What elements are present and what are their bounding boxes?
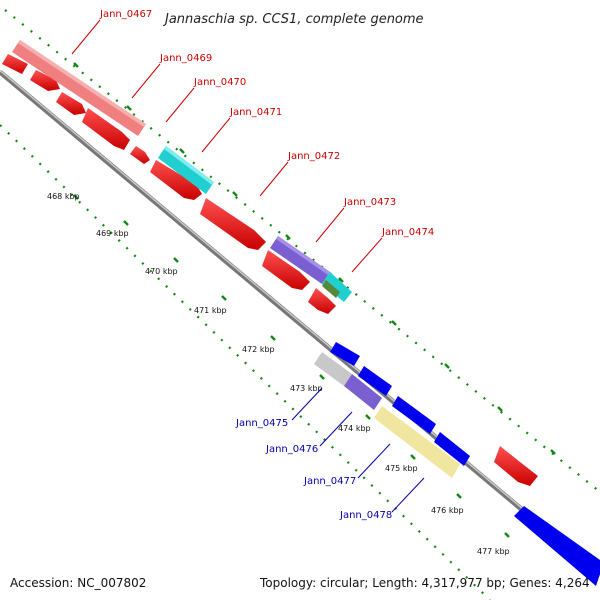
reverse-strand-genes	[314, 342, 600, 586]
leader-line	[351, 237, 383, 273]
ruler-tick	[550, 449, 556, 455]
ruler-tick	[73, 62, 79, 68]
gene-block[interactable]	[158, 146, 214, 194]
ruler-tick	[73, 194, 79, 200]
leader-line	[165, 87, 195, 123]
gene-arrow[interactable]	[200, 198, 266, 250]
gene-block[interactable]	[322, 272, 352, 302]
gene-label-jann-0471[interactable]: Jann_0471	[229, 107, 282, 118]
gene-block[interactable]	[322, 280, 340, 298]
gene-label-jann-0472[interactable]: Jann_0472	[287, 151, 340, 162]
leader-line	[291, 387, 323, 421]
ruler-tick	[365, 414, 371, 420]
gene-arrow[interactable]	[56, 92, 86, 115]
kbp-label: 475 kbp	[385, 464, 418, 473]
gene-arrow[interactable]	[308, 288, 336, 314]
ruler-tick	[270, 335, 276, 341]
gene-arrow[interactable]	[392, 396, 436, 434]
gene-arrow[interactable]	[2, 54, 28, 74]
forward-gene-labels: Jann_0467 Jann_0469 Jann_0470 Jann_0471 …	[99, 9, 434, 238]
gene-label-jann-0473[interactable]: Jann_0473	[343, 197, 396, 208]
ruler-tick	[126, 105, 132, 111]
kbp-label: 473 kbp	[290, 384, 323, 393]
leader-line	[259, 161, 289, 197]
leader-line	[201, 117, 231, 153]
kbp-label: 476 kbp	[431, 506, 464, 515]
gene-arrow[interactable]	[82, 108, 130, 150]
ruler-tick	[338, 277, 344, 283]
ruler-tick	[504, 532, 510, 538]
kbp-labels: 468 kbp 469 kbp 470 kbp 471 kbp 472 kbp …	[47, 192, 510, 556]
gene-block[interactable]	[374, 406, 460, 478]
ruler-tick	[319, 374, 325, 380]
kbp-label: 477 kbp	[477, 547, 510, 556]
gene-arrow[interactable]	[330, 342, 360, 366]
gene-label-jann-0476[interactable]: Jann_0476	[265, 444, 318, 455]
gene-label-jann-0474[interactable]: Jann_0474	[381, 227, 434, 238]
ruler-tick	[123, 220, 129, 226]
leader-line	[131, 63, 161, 99]
reverse-gene-labels: Jann_0475 Jann_0476 Jann_0477 Jann_0478	[235, 418, 392, 521]
leader-line	[391, 477, 425, 513]
map-title: Jannaschia sp. CCS1, complete genome	[162, 12, 424, 27]
ruler-tick	[391, 320, 397, 326]
gene-arrow[interactable]	[262, 250, 310, 290]
backbone-line	[0, 70, 600, 577]
kbp-label: 469 kbp	[96, 229, 129, 238]
gene-block[interactable]	[344, 374, 382, 410]
gene-block[interactable]	[12, 40, 146, 136]
kbp-label: 472 kbp	[242, 345, 275, 354]
gene-arrow[interactable]	[434, 432, 470, 466]
kbp-label: 468 kbp	[47, 192, 80, 201]
gene-label-jann-0467[interactable]: Jann_0467	[99, 9, 152, 20]
gene-arrow[interactable]	[358, 366, 392, 396]
ruler-tick	[285, 234, 291, 240]
gene-label-jann-0469[interactable]: Jann_0469	[159, 53, 212, 64]
sequence-backbone	[0, 69, 600, 577]
topology-text: Topology: circular; Length: 4,317,977 bp…	[259, 576, 590, 590]
ruler-tick	[221, 295, 227, 301]
gene-label-jann-0475[interactable]: Jann_0475	[235, 418, 288, 429]
gene-label-jann-0477[interactable]: Jann_0477	[303, 476, 356, 487]
reverse-gene-leaders	[291, 387, 425, 513]
ruler-tick	[497, 406, 503, 412]
gene-block[interactable]	[270, 236, 330, 284]
forward-strand-genes	[2, 54, 538, 486]
lower-ruler-line	[0, 124, 491, 600]
ruler-tick	[456, 493, 462, 499]
leader-line	[315, 207, 345, 243]
ruler-tick	[232, 191, 238, 197]
ruler-tick	[173, 257, 179, 263]
upper-ruler-line	[4, 9, 600, 493]
gene-arrow[interactable]	[150, 160, 202, 200]
ruler-tick	[179, 148, 185, 154]
gene-arrow[interactable]	[30, 70, 60, 91]
gene-label-jann-0478[interactable]: Jann_0478	[339, 510, 392, 521]
highlighted-genes-upper	[12, 40, 352, 302]
leader-line	[319, 411, 353, 447]
ruler-tick	[444, 363, 450, 369]
gene-arrow[interactable]	[514, 506, 600, 586]
kbp-label: 474 kbp	[338, 424, 371, 433]
leader-line	[357, 443, 391, 479]
gene-arrow[interactable]	[494, 446, 538, 486]
gene-block[interactable]	[314, 352, 352, 386]
ruler-tick	[410, 454, 416, 460]
leader-line	[71, 19, 101, 55]
ruler-lines	[0, 9, 600, 600]
accession-text: Accession: NC_007802	[10, 576, 146, 590]
gene-arrow[interactable]	[130, 146, 150, 164]
forward-gene-leaders	[71, 19, 383, 273]
kbp-label: 470 kbp	[145, 267, 178, 276]
gene-label-jann-0470[interactable]: Jann_0470	[193, 77, 246, 88]
kbp-label: 471 kbp	[194, 306, 227, 315]
